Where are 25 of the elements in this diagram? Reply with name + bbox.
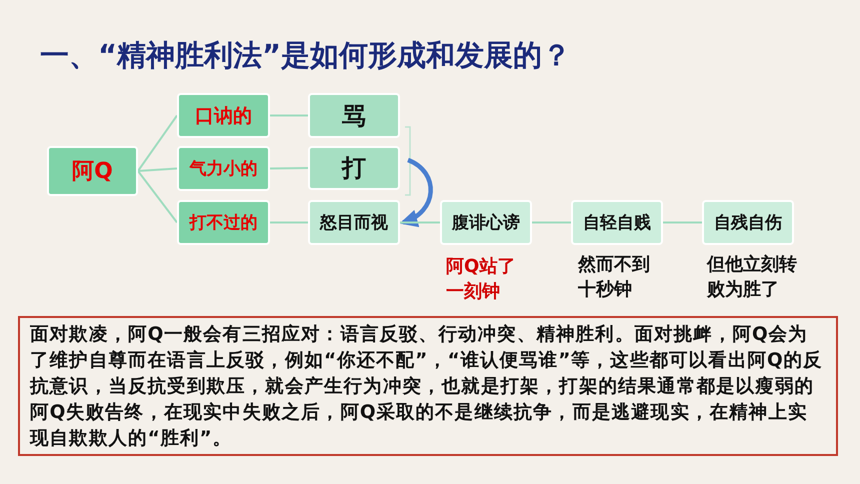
connector-line <box>663 222 702 224</box>
concept-box: 怒目而视 <box>308 200 400 245</box>
note: 但他立刻转败为胜了 <box>707 253 798 302</box>
concept-box: 自轻自贱 <box>571 200 663 245</box>
curved-arrow <box>400 158 433 226</box>
concept-box: 口讷的 <box>177 93 270 138</box>
concept-box: 腹诽心谤 <box>440 200 532 245</box>
connector-line <box>137 170 178 224</box>
paragraph: 面对欺凌，阿Q一般会有三招应对：语言反驳、行动冲突、精神胜利。面对挑衅，阿Q会为了维护自尊而在语言上反驳，例如“你还不配”，“谁认便骂谁”等，这些都可以看出阿Q的反抗意识，当反抗受到欺压，就会产生行为冲突，也就是打架，打架的结果通常都是以瘦弱的阿Q失败告终，在现实中失败之后，阿Q采取的不是继续抗争，而是逃避现实，在精神上实现自欺欺人的“胜利”。 <box>18 316 838 456</box>
concept-box: 阿Q <box>47 146 138 196</box>
title: 一、“精神胜利法”是如何形成和发展的？ <box>40 37 572 74</box>
concept-box: 骂 <box>308 93 400 138</box>
connector-line <box>270 222 308 224</box>
connector-line <box>400 222 440 224</box>
connector-line <box>137 114 178 172</box>
connector-line <box>532 222 571 224</box>
concept-box: 打 <box>308 146 400 190</box>
note: 然而不到十秒钟 <box>578 253 651 302</box>
concept-box: 打不过的 <box>177 200 270 245</box>
connector-line <box>270 167 308 170</box>
connector-line <box>138 168 178 172</box>
concept-box: 气力小的 <box>177 146 270 191</box>
concept-box: 自残自伤 <box>702 200 794 245</box>
connector-line <box>270 114 308 116</box>
note: 阿Q站了一刻钟 <box>446 255 516 304</box>
